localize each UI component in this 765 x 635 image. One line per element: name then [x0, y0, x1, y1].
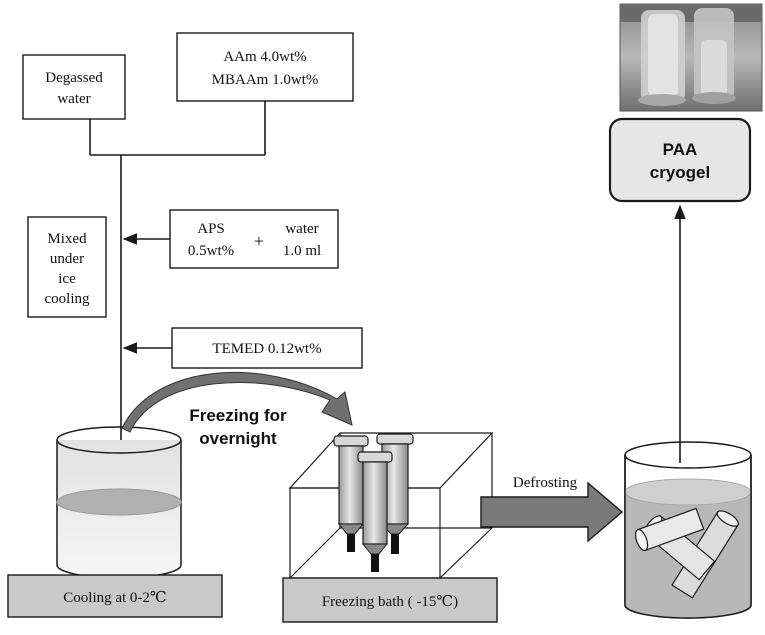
- mixed-line3: ice: [58, 271, 76, 287]
- cooling-beaker: [56, 426, 182, 579]
- result-line2: cryogel: [650, 163, 710, 182]
- degassed-water-box: Degassed water: [22, 54, 126, 120]
- result-line1: PAA: [663, 140, 698, 159]
- water-add-line2: 1.0 ml: [283, 243, 321, 259]
- mixed-line4: cooling: [45, 291, 90, 307]
- mixed-box: Mixed under ice cooling: [27, 216, 107, 318]
- defrosting-label: Defrosting: [513, 475, 578, 491]
- plus-sign: +: [254, 231, 264, 251]
- defrosting-arrow: [480, 481, 624, 543]
- cooling-base-label: Cooling at 0-2℃: [63, 590, 166, 606]
- freezing-note-line1: Freezing for: [189, 406, 287, 425]
- cryogel-photo: [619, 3, 763, 112]
- water-add-line1: water: [285, 221, 318, 237]
- aps-line1: APS: [197, 221, 225, 237]
- aps-water-box: APS 0.5wt% + water 1.0 ml: [169, 209, 339, 269]
- monomer-box: AAm 4.0wt% MBAAm 1.0wt%: [176, 32, 354, 102]
- cryogel-pieces: [634, 507, 739, 599]
- merge-connector: [89, 101, 266, 460]
- degassed-water-line2: water: [57, 91, 90, 107]
- mixed-line1: Mixed: [47, 231, 87, 247]
- curved-transfer-arrow: [121, 371, 353, 433]
- centrifuge-tube-middle: [357, 451, 393, 572]
- aps-line2: 0.5wt%: [188, 243, 234, 259]
- freezing-base-label: Freezing bath ( -15℃): [322, 594, 458, 610]
- freezing-base: Freezing bath ( -15℃): [282, 577, 498, 623]
- temed-label: TEMED 0.12wt%: [212, 341, 321, 357]
- mixed-line2: under: [50, 251, 84, 267]
- monomer-line2: MBAAm 1.0wt%: [212, 72, 319, 88]
- temed-box: TEMED 0.12wt%: [171, 327, 363, 369]
- monomer-line1: AAm 4.0wt%: [223, 49, 306, 65]
- freezing-note-line2: overnight: [199, 429, 277, 448]
- degassed-water-line1: Degassed: [45, 70, 103, 86]
- paa-cryogel-box: PAA cryogel: [608, 117, 752, 203]
- cooling-base: Cooling at 0-2℃: [7, 574, 223, 618]
